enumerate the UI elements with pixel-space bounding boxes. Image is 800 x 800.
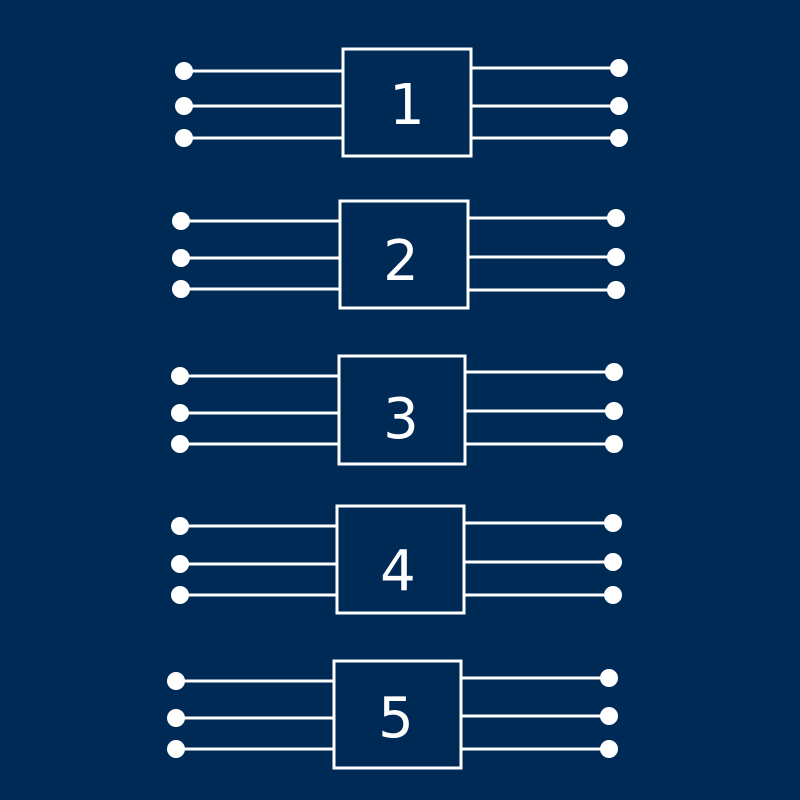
component-3: 3 <box>171 354 623 466</box>
component-body <box>337 354 467 466</box>
pin-terminal <box>600 669 618 687</box>
pin-terminal <box>610 129 628 147</box>
pin-terminal <box>607 281 625 299</box>
component-1: 1 <box>175 47 628 158</box>
pin-terminal <box>175 97 193 115</box>
component-label: 2 <box>383 229 419 294</box>
pin-terminal <box>605 435 623 453</box>
pin-terminal <box>610 97 628 115</box>
pin-terminal <box>172 249 190 267</box>
pin-terminal <box>604 553 622 571</box>
pin-terminal <box>605 363 623 381</box>
component-body <box>335 504 466 615</box>
pin-terminal <box>167 672 185 690</box>
pin-terminal <box>604 586 622 604</box>
component-label: 4 <box>380 539 416 604</box>
component-body <box>341 47 473 158</box>
component-label: 5 <box>378 686 414 751</box>
component-4: 4 <box>171 504 622 615</box>
pin-terminal <box>610 59 628 77</box>
pin-terminal <box>607 209 625 227</box>
component-body <box>332 659 463 770</box>
pin-terminal <box>175 129 193 147</box>
pin-terminal <box>175 62 193 80</box>
component-body <box>338 199 470 310</box>
pin-terminal <box>171 367 189 385</box>
pin-terminal <box>600 740 618 758</box>
component-label: 1 <box>389 73 425 138</box>
pin-terminal <box>167 709 185 727</box>
pin-terminal <box>171 586 189 604</box>
pin-terminal <box>172 212 190 230</box>
pin-terminal <box>171 404 189 422</box>
pin-terminal <box>171 555 189 573</box>
component-label: 3 <box>383 387 419 452</box>
pin-terminal <box>172 280 190 298</box>
pin-terminal <box>604 514 622 532</box>
pin-terminal <box>171 517 189 535</box>
pin-terminal <box>171 435 189 453</box>
component-2: 2 <box>172 199 625 310</box>
pin-terminal <box>607 248 625 266</box>
pin-terminal <box>600 707 618 725</box>
pin-terminal <box>605 402 623 420</box>
component-5: 5 <box>167 659 618 770</box>
pin-terminal <box>167 740 185 758</box>
